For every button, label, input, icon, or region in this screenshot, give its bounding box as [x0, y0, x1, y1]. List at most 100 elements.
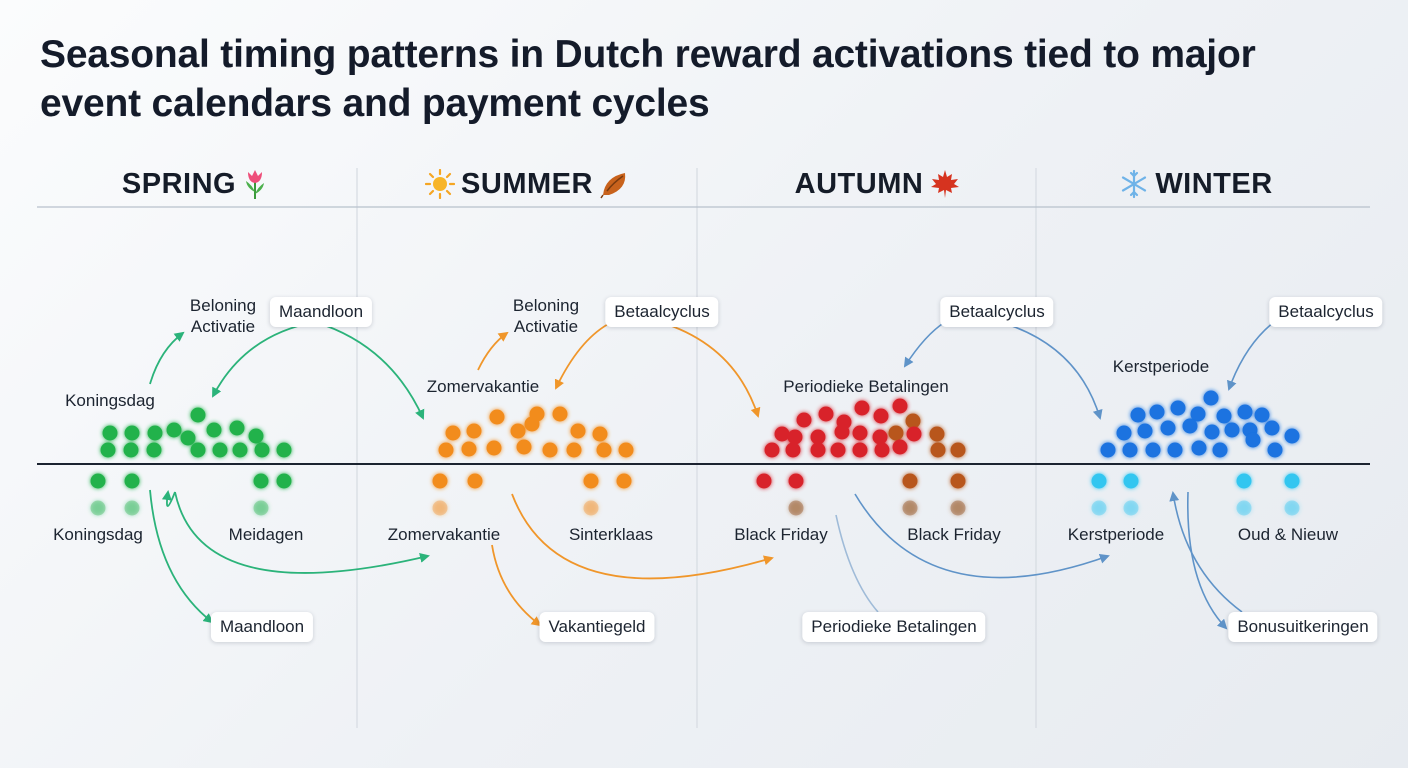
- label-black-friday-2: Black Friday: [907, 525, 1001, 544]
- activation-dot: [466, 423, 482, 439]
- activation-dot: [1182, 418, 1198, 434]
- arrow-winter: [1227, 321, 1275, 391]
- activation-dot-faded: [432, 500, 448, 516]
- activation-dot: [124, 473, 140, 489]
- activation-dot-faded: [124, 500, 140, 516]
- activation-dot: [872, 429, 888, 445]
- activation-dot: [1284, 473, 1300, 489]
- season-name-spring: SPRING: [121, 167, 237, 200]
- arrow-autumn: [999, 321, 1103, 420]
- activation-dot: [467, 473, 483, 489]
- arrow-autumn: [854, 493, 1110, 579]
- activation-dot: [445, 425, 461, 441]
- activation-dot: [229, 420, 245, 436]
- activation-dot: [190, 442, 206, 458]
- activation-dot: [212, 442, 228, 458]
- arrow-winter: [1186, 491, 1228, 630]
- activation-dot: [1237, 404, 1253, 420]
- tag-vakantiegeld: Vakantiegeld: [539, 612, 655, 642]
- activation-dot: [1212, 442, 1228, 458]
- activation-dot: [1267, 442, 1283, 458]
- activation-dot: [123, 442, 139, 458]
- activation-dot: [432, 473, 448, 489]
- activation-dot: [102, 425, 118, 441]
- activation-dot: [874, 442, 890, 458]
- tag-betaalcyclus-winter: Betaalcyclus: [1269, 297, 1383, 327]
- activation-dot: [147, 425, 163, 441]
- activation-dot: [1137, 423, 1153, 439]
- arrow-summer: [554, 321, 613, 390]
- activation-dot: [596, 442, 612, 458]
- label-koningsdag-bottom: Koningsdag: [53, 525, 143, 544]
- activation-dot: [810, 442, 826, 458]
- arrow-summer: [511, 493, 774, 580]
- activation-dot: [888, 425, 904, 441]
- arrow-spring: [161, 490, 176, 507]
- season-name-autumn: AUTUMN: [794, 167, 924, 200]
- activation-dot: [1160, 420, 1176, 436]
- label-kerstperiode-bottom: Kerstperiode: [1067, 525, 1165, 544]
- activation-dot: [905, 413, 921, 429]
- page-title: Seasonal timing patterns in Dutch reward…: [40, 33, 1256, 125]
- season-header-autumn: AUTUMN: [768, 164, 988, 204]
- activation-dot: [1167, 442, 1183, 458]
- activation-dot: [248, 428, 264, 444]
- tulip-icon: [242, 168, 268, 200]
- arrow-summer: [477, 331, 509, 371]
- tag-maandloon-bottom: Maandloon: [210, 612, 314, 642]
- activation-dot: [930, 442, 946, 458]
- activation-dot: [510, 423, 526, 439]
- activation-dot-faded: [902, 500, 918, 516]
- activation-dot: [1284, 428, 1300, 444]
- arrow-summer: [659, 321, 761, 418]
- autumn-leaf-icon: [599, 169, 631, 199]
- activation-dot: [1204, 424, 1220, 440]
- activation-dot: [1245, 432, 1261, 448]
- label-meidagen: Meidagen: [228, 525, 304, 544]
- arrow-winter: [1169, 491, 1243, 613]
- activation-dot-faded: [90, 500, 106, 516]
- activation-dot: [873, 408, 889, 424]
- sun-icon: [425, 169, 456, 199]
- activation-dot: [566, 442, 582, 458]
- label-zomervakantie-bottom: Zomervakantie: [387, 525, 501, 544]
- activation-dot: [254, 442, 270, 458]
- activation-dot: [1100, 442, 1116, 458]
- season-header-winter: WINTER: [1086, 164, 1306, 204]
- activation-dot: [1216, 408, 1232, 424]
- tag-periodieke-betalingen-bottom: Periodieke Betalingen: [802, 612, 986, 642]
- activation-dot: [190, 407, 206, 423]
- snowflake-icon: [1119, 169, 1149, 199]
- activation-dot-faded: [253, 500, 269, 516]
- activation-dot: [1224, 422, 1240, 438]
- activation-dot: [1149, 404, 1165, 420]
- arrow-autumn: [835, 514, 879, 613]
- activation-dot: [892, 439, 908, 455]
- activation-dot: [796, 412, 812, 428]
- tag-betaalcyclus-summer: Betaalcyclus: [605, 297, 719, 327]
- tag-maandloon-top: Maandloon: [269, 297, 373, 327]
- season-header-summer: SUMMER: [418, 164, 638, 204]
- activation-dot: [146, 442, 162, 458]
- maple-leaf-icon: [929, 168, 961, 200]
- activation-dot: [764, 442, 780, 458]
- activation-dot: [787, 429, 803, 445]
- activation-dot: [1122, 442, 1138, 458]
- activation-dot: [489, 409, 505, 425]
- activation-dot: [788, 473, 804, 489]
- activation-dot-faded: [1284, 500, 1300, 516]
- activation-dot-faded: [583, 500, 599, 516]
- activation-dot: [90, 473, 106, 489]
- activation-dot-faded: [1236, 500, 1252, 516]
- arrow-spring: [174, 491, 430, 574]
- activation-dot: [810, 429, 826, 445]
- arrow-autumn: [903, 321, 946, 368]
- activation-dot: [1091, 473, 1107, 489]
- season-name-summer: SUMMER: [461, 167, 593, 200]
- label-beloning-activatie-summer: Beloning Activatie: [512, 296, 580, 336]
- activation-dot: [830, 442, 846, 458]
- tag-betaalcyclus-autumn: Betaalcyclus: [940, 297, 1054, 327]
- activation-dot: [276, 442, 292, 458]
- activation-dot: [756, 473, 772, 489]
- activation-dot-faded: [1091, 500, 1107, 516]
